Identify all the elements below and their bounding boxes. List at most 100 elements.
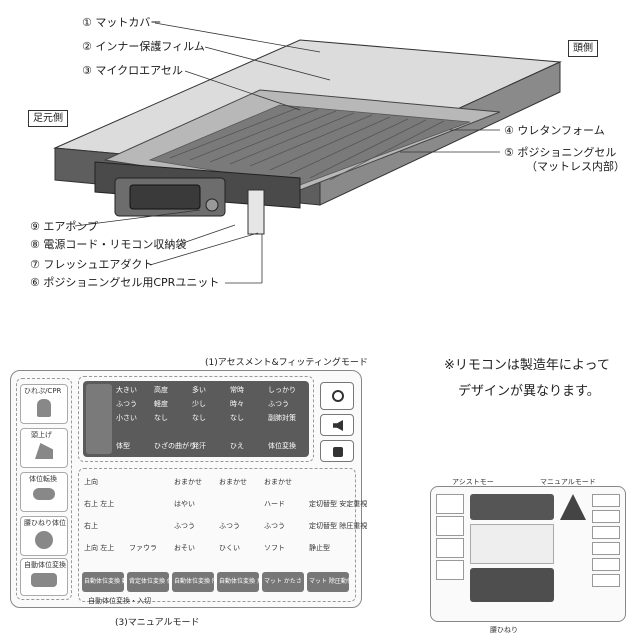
mattress-illustration <box>53 22 562 284</box>
assessment-item[interactable]: 少し <box>192 400 206 408</box>
manual-item[interactable]: ハード <box>264 500 285 508</box>
callout-inner-film: ② インナー保護フィルム <box>82 40 205 53</box>
assessment-item[interactable]: 軽度 <box>154 400 168 408</box>
manual-footer-label: マット 除圧動作 <box>309 578 353 585</box>
callout-air-duct: ⑦ フレッシュエアダクト <box>30 258 154 271</box>
manual-footer-button[interactable]: 自動体位変換 角度 <box>217 572 269 592</box>
callout-cpr-unit: ⑥ ポジショニングセル用CPRユニット <box>30 276 220 289</box>
left-button-2-label: 頭上げ <box>31 431 52 439</box>
alarm-button[interactable] <box>320 414 354 436</box>
small-right-btn-1[interactable] <box>592 494 620 507</box>
assessment-item[interactable]: 副肺対策 <box>268 414 296 422</box>
manual-item[interactable]: おまかせ <box>219 478 247 486</box>
assessment-item[interactable]: なし <box>154 414 168 422</box>
manual-item[interactable]: おそい <box>174 544 195 552</box>
manual-footer-button[interactable]: マット かたさ <box>262 572 304 592</box>
assessment-item[interactable]: 時々 <box>230 400 244 408</box>
small-assist-label: アシストモー <box>452 478 494 486</box>
assessment-item[interactable]: なし <box>230 414 244 422</box>
manual-item[interactable]: ふつう <box>264 522 285 530</box>
manual-item[interactable]: ふつう <box>219 522 240 530</box>
assessment-item[interactable]: ふつう <box>116 400 137 408</box>
assessment-item[interactable]: なし <box>192 414 206 422</box>
manual-footer-label: マット かたさ <box>264 578 302 585</box>
small-left-btn-1[interactable] <box>436 494 464 514</box>
left-button-1[interactable]: ひれぷ/CPR <box>20 384 68 424</box>
lock-icon <box>333 447 343 457</box>
manual-item[interactable]: はやい <box>174 500 195 508</box>
assessment-footer: ひえ <box>230 442 244 450</box>
power-button[interactable] <box>320 382 354 410</box>
small-dark-block <box>470 568 554 602</box>
person-icon <box>37 399 51 417</box>
small-right-btn-6[interactable] <box>592 574 620 587</box>
manual-item[interactable]: 上向 左上 <box>84 544 115 552</box>
manual-item[interactable]: おまかせ <box>264 478 292 486</box>
head-side-label: 頭側 <box>568 40 598 57</box>
small-left-btn-2[interactable] <box>436 516 464 536</box>
callout-positioning-cell: ⑤ ポジショニングセル <box>504 146 617 159</box>
cpr-unit <box>247 189 265 235</box>
assessment-item[interactable]: ふつう <box>268 400 289 408</box>
lock-button[interactable] <box>320 440 354 462</box>
assessment-item[interactable]: しっかり <box>268 386 296 394</box>
callout-micro-air-cell: ③ マイクロエアセル <box>82 64 183 77</box>
assessment-item[interactable]: 小さい <box>116 414 137 422</box>
small-right-column <box>592 494 620 612</box>
manual-footer-button[interactable]: 背定体位変換 体位 <box>127 572 179 592</box>
left-button-4-label: 腰ひねり体位 <box>24 519 66 527</box>
leader-lines <box>74 22 500 284</box>
assessment-footer: ひざの曲がり <box>154 442 196 450</box>
manual-panel <box>78 468 356 602</box>
manual-item[interactable]: 静止型 <box>309 544 330 552</box>
manual-item[interactable]: 右上 左上 <box>84 500 115 508</box>
manual-item[interactable]: 上向 <box>84 478 98 486</box>
small-right-btn-5[interactable] <box>592 558 620 571</box>
assessment-item[interactable]: 大きい <box>116 386 137 394</box>
turn-icon <box>33 488 55 500</box>
left-button-4[interactable]: 腰ひねり体位 <box>20 516 68 556</box>
small-top-strip <box>470 494 554 520</box>
footer-small-label: 自動体位変換・入切 <box>88 597 151 605</box>
manual-item[interactable]: ひくい <box>219 544 240 552</box>
note-line-1: ※リモコンは製造年によって <box>444 358 610 373</box>
manual-footer-button[interactable]: 自動体位変換 所要時間 <box>172 572 236 592</box>
assessment-item[interactable]: 多い <box>192 386 206 394</box>
duct-connector <box>205 198 219 212</box>
auto-turn-icon <box>31 573 57 587</box>
manual-item[interactable]: 定切替型 安定重視 <box>309 500 368 508</box>
assessment-footer: 体位変換 <box>268 442 296 450</box>
small-left-btn-3[interactable] <box>436 538 464 558</box>
manual-item[interactable]: 定切替型 除圧重視 <box>309 522 368 530</box>
manual-item[interactable]: 右上 <box>84 522 98 530</box>
assessment-item[interactable]: 常時 <box>230 386 244 394</box>
manual-footer-label: 自動体位変換 角度 <box>219 578 269 585</box>
callout-air-pump: ⑨ エアポンプ <box>30 220 99 233</box>
small-left-column <box>436 494 464 602</box>
left-button-2[interactable]: 頭上げ <box>20 428 68 468</box>
small-right-btn-4[interactable] <box>592 542 620 555</box>
small-right-btn-3[interactable] <box>592 526 620 539</box>
manual-item[interactable]: ふつう <box>174 522 195 530</box>
manual-footer-button[interactable]: マット 除圧動作 <box>307 572 353 592</box>
head-up-icon <box>35 443 53 459</box>
assessment-panel <box>78 376 314 462</box>
small-right-btn-2[interactable] <box>592 510 620 523</box>
left-button-3-label: 体位転換 <box>29 475 57 483</box>
small-bottom-label: 腰ひねり <box>490 626 518 634</box>
small-left-btn-4[interactable] <box>436 560 464 580</box>
manual-item[interactable]: おまかせ <box>174 478 202 486</box>
assessment-item[interactable]: 高度 <box>154 386 168 394</box>
assessment-footer: 体型 <box>116 442 130 450</box>
small-center-grid <box>470 524 554 564</box>
manual-item[interactable]: ソフト <box>264 544 285 552</box>
manual-item[interactable]: ファウラ <box>129 544 157 552</box>
left-button-5[interactable]: 自動体位変換 <box>20 558 68 596</box>
manual-mode-label: (3)マニュアルモード <box>115 618 200 628</box>
manual-footer-button[interactable]: 自動体位変換 動作 <box>82 572 134 592</box>
micro-air-cells <box>148 104 471 186</box>
assessment-start-button[interactable] <box>86 384 112 454</box>
left-button-3[interactable]: 体位転換 <box>20 472 68 512</box>
assessment-footer: 発汗 <box>192 442 206 450</box>
